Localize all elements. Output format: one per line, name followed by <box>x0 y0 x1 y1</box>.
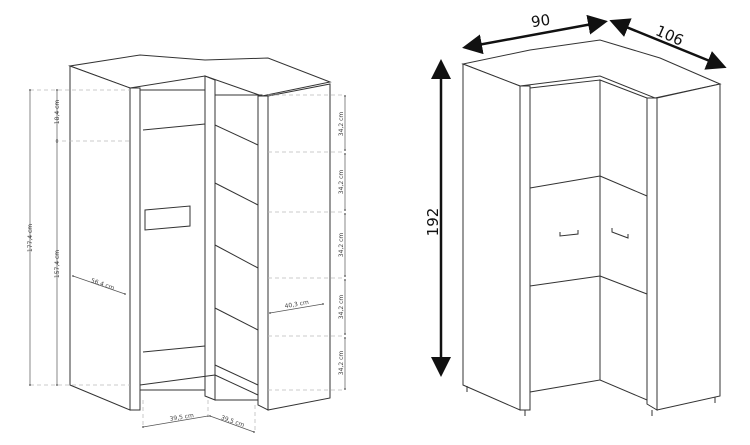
left-side-panel <box>69 65 131 411</box>
top-panel <box>68 54 332 97</box>
shelf <box>214 182 259 206</box>
width-label: 90 <box>530 11 551 31</box>
left-front-edge <box>519 85 531 411</box>
height-label: 192 <box>424 208 442 237</box>
shelf <box>214 364 259 386</box>
base-left-label: 39,5 cm <box>169 412 194 423</box>
left-door-handle <box>559 230 579 237</box>
right-side-panel <box>656 83 721 411</box>
right-interior <box>214 94 263 401</box>
right-front-edge <box>257 95 269 411</box>
door-panel-line <box>599 175 648 197</box>
bottom-shelf <box>142 345 206 353</box>
dimension-line <box>209 415 255 433</box>
shelf <box>214 244 259 269</box>
shelf-spacing-label: 34,2 cm <box>338 170 345 195</box>
shelf-spacing-label: 34,2 cm <box>338 233 345 258</box>
open-wardrobe-drawing: 177,4 cm 18,4 cm 157,4 cm 56,4 cm 40,3 c… <box>27 54 346 433</box>
shelf <box>214 124 259 146</box>
left-side-panel <box>462 63 521 411</box>
depth-label: 106 <box>653 22 686 50</box>
closed-wardrobe-drawing: 90 106 192 <box>424 11 727 416</box>
height-total-label: 177,4 cm <box>27 224 34 252</box>
right-door-handle <box>611 228 629 239</box>
depth-arrow <box>609 18 727 70</box>
drawer-front <box>144 205 191 231</box>
height-top-label: 18,4 cm <box>54 100 61 125</box>
shelf-spacing-label: 34,2 cm <box>338 112 345 137</box>
dimension-line <box>142 415 209 428</box>
height-lower-label: 157,4 cm <box>54 250 61 278</box>
left-door <box>529 79 601 393</box>
door-panel-line <box>529 275 601 287</box>
divider-panel <box>204 75 216 401</box>
right-side-panel <box>267 83 331 411</box>
dimension-line <box>72 275 126 295</box>
hanging-rail-shelf <box>142 123 206 131</box>
door-panel-line <box>529 175 601 189</box>
shelf-spacing-label: 34,2 cm <box>338 351 345 376</box>
left-front-edge <box>129 87 141 411</box>
shelf-spacing-label: 34,2 cm <box>338 295 345 320</box>
base-right-label: 39,5 cm <box>220 414 245 429</box>
right-door <box>599 79 648 401</box>
shelf <box>214 307 259 331</box>
right-front-edge <box>646 97 658 411</box>
depth-right-label: 40,3 cm <box>284 299 309 310</box>
width-arrow <box>462 14 608 55</box>
door-panel-line <box>599 275 648 295</box>
shelves <box>214 124 259 386</box>
dimension-lines <box>29 89 346 433</box>
dimension-line <box>269 303 324 314</box>
left-interior <box>139 89 206 391</box>
base-edge-left <box>139 374 216 386</box>
base-edge-right <box>214 374 259 396</box>
